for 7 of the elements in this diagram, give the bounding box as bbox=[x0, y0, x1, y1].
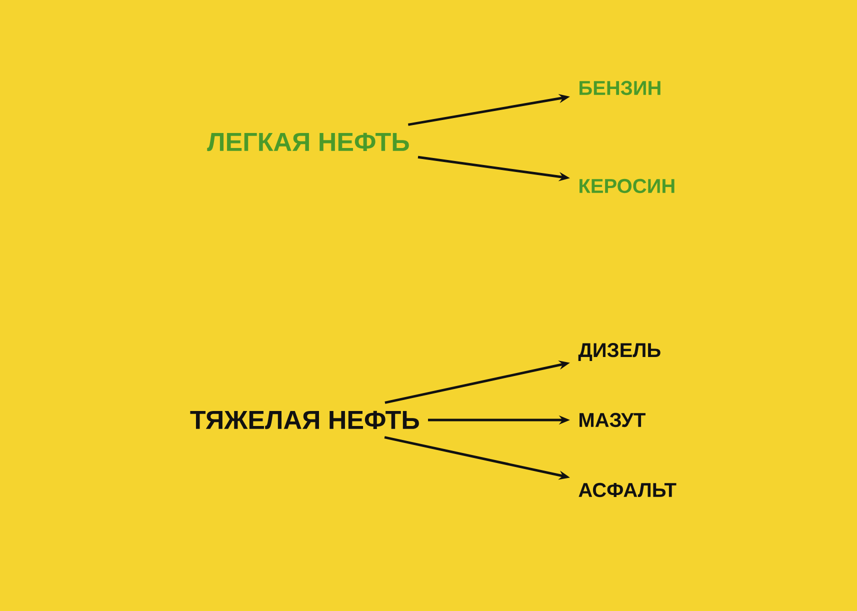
text-label: АСФАЛЬТ bbox=[578, 482, 676, 498]
text-label: МАЗУТ bbox=[580, 412, 646, 428]
text-label: ДИЗЕЛЬ bbox=[578, 343, 660, 361]
text-label: БЕНЗИН bbox=[580, 80, 660, 96]
text-label: ТЯЖЕЛАЯ НЕФТЬ bbox=[190, 410, 419, 430]
text-label: ЛЕГКАЯ НЕФТЬ bbox=[207, 132, 409, 152]
text-label: КЕРОСИН bbox=[580, 178, 674, 194]
